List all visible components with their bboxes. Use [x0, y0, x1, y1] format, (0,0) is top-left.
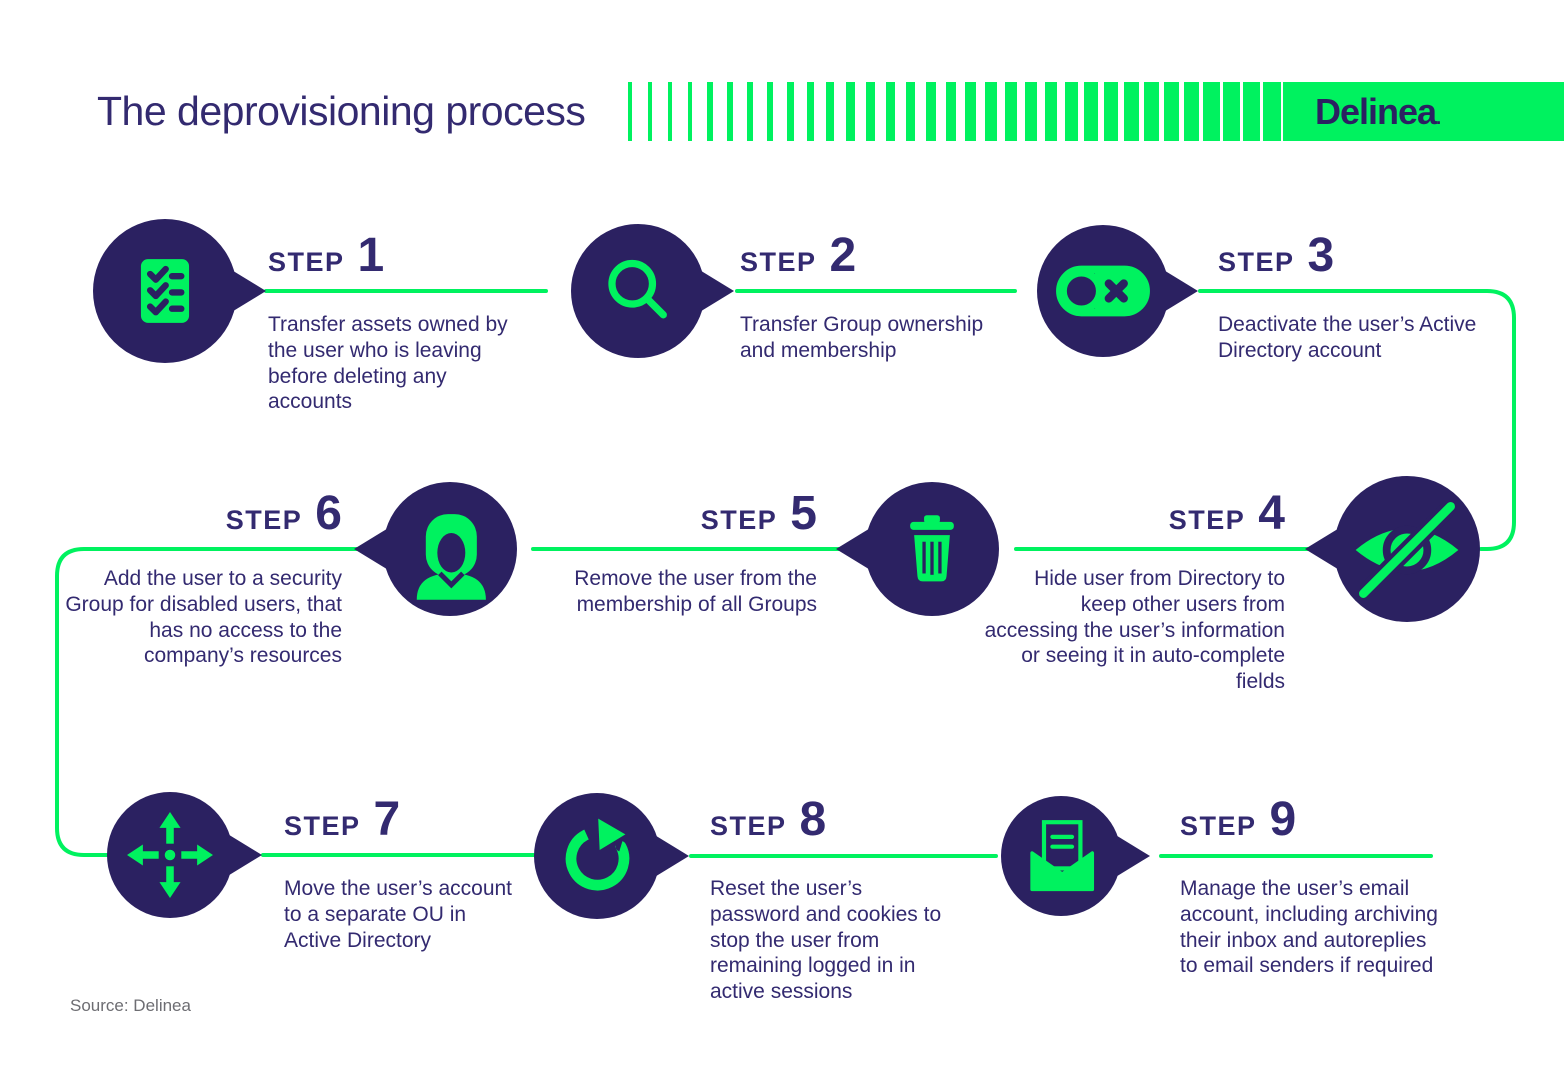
source-note: Source: Delinea: [70, 996, 191, 1015]
step-number: 1: [357, 229, 385, 282]
step-number: 3: [1307, 229, 1335, 282]
delinea-logo-mark: .: [1436, 108, 1442, 128]
eye-slash-icon: [1344, 486, 1470, 612]
toggle-off-icon: [1049, 237, 1157, 345]
step-4-icon-bubble: [1305, 476, 1480, 622]
step-word: STEP: [1218, 247, 1295, 277]
step-9-description: Manage the user’s email account, includi…: [1180, 877, 1438, 978]
bubble-tail: [698, 269, 734, 313]
open-mail-icon: [1016, 811, 1107, 902]
step-word: STEP: [700, 505, 778, 535]
step-word: STEP: [1168, 505, 1246, 535]
delinea-logo: Delinea: [1315, 90, 1437, 132]
checklist-icon: [119, 245, 211, 337]
step-5-icon-bubble: [836, 482, 999, 616]
step-8-icon-bubble: [534, 793, 689, 919]
step-3-label: STEP 3: [1218, 228, 1334, 283]
person-icon: [397, 496, 504, 603]
step-3-icon-bubble: [1037, 225, 1198, 357]
refresh-icon: [551, 810, 644, 903]
step-number: 4: [1258, 487, 1285, 540]
bubble-tail: [1162, 269, 1198, 313]
trash-icon: [908, 513, 956, 584]
step-4-description: Hide user from Directory to keep other u…: [984, 567, 1285, 694]
step-number: 2: [829, 229, 857, 282]
magnifier-icon: [591, 244, 685, 338]
step-9-label: STEP 9: [1180, 792, 1296, 847]
step-word: STEP: [740, 247, 817, 277]
step-6-icon-bubble: [354, 482, 517, 616]
bubble-tail: [1305, 527, 1341, 571]
step-7-label: STEP 7: [284, 792, 400, 847]
step-number: 5: [790, 487, 817, 540]
step-5-description: Remove the user from the membership of a…: [574, 567, 817, 616]
step-4-label: STEP 4: [1169, 486, 1285, 541]
step-6-label: STEP 6: [226, 486, 342, 541]
step-1-label: STEP 1: [268, 228, 384, 283]
step-7-description: Move the user’s account to a separate OU…: [284, 877, 513, 952]
step-8-description: Reset the user’s password and cookies to…: [710, 877, 942, 1004]
step-word: STEP: [268, 247, 345, 277]
step-1-description: Transfer assets owned by the user who is…: [268, 313, 508, 414]
step-5-label: STEP 5: [701, 486, 817, 541]
bubble-tail: [1114, 834, 1150, 878]
step-word: STEP: [284, 811, 361, 841]
step-7-icon-bubble: [107, 792, 262, 918]
barcode-decoration: [628, 82, 1283, 141]
bubble-tail: [653, 834, 689, 878]
bubble-tail: [836, 527, 872, 571]
bubble-tail: [354, 527, 390, 571]
page-title: The deprovisioning process: [97, 88, 586, 134]
step-number: 9: [1269, 793, 1297, 846]
step-2-description: Transfer Group ownership and membership: [740, 313, 984, 362]
brand-band: Delinea .: [1283, 82, 1564, 141]
step-2-label: STEP 2: [740, 228, 856, 283]
step-3-description: Deactivate the user’s Active Directory a…: [1218, 313, 1477, 362]
move-arrows-icon: [121, 806, 219, 904]
step-1-icon-bubble: [93, 219, 266, 363]
step-number: 8: [799, 793, 827, 846]
step-word: STEP: [1180, 811, 1257, 841]
step-number: 6: [315, 487, 342, 540]
step-number: 7: [373, 793, 401, 846]
step-word: STEP: [225, 505, 303, 535]
step-word: STEP: [710, 811, 787, 841]
bubble-tail: [230, 269, 266, 313]
step-8-label: STEP 8: [710, 792, 826, 847]
step-9-icon-bubble: [1001, 796, 1150, 916]
step-6-description: Add the user to a security Group for dis…: [65, 567, 342, 668]
step-2-icon-bubble: [571, 224, 734, 358]
bubble-tail: [226, 833, 262, 877]
